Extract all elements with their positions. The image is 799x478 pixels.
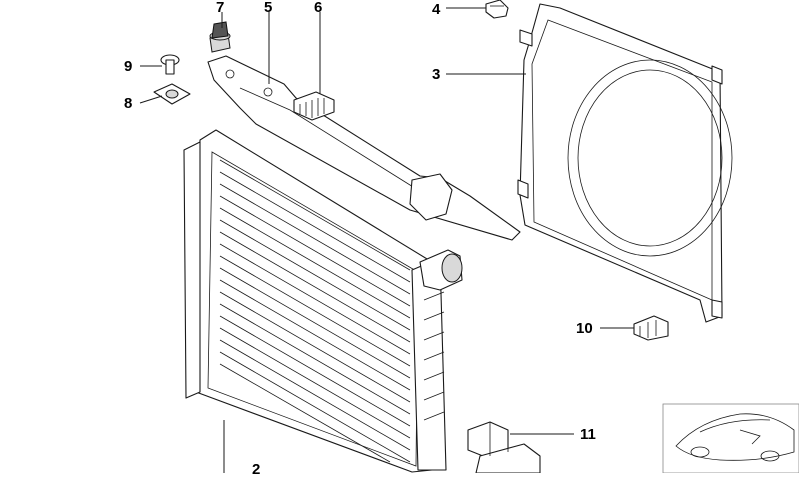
fan-shroud	[517, 3, 733, 323]
radiator-core	[219, 159, 411, 463]
callout-11: 11	[580, 426, 596, 443]
vehicle-thumbnail	[662, 403, 799, 474]
callout-7: 7	[216, 0, 225, 16]
rubber-buffer-7	[209, 21, 231, 53]
callout-5: 5	[264, 0, 273, 16]
clip-10	[633, 315, 669, 341]
callout-2: 2	[252, 461, 261, 478]
radiator	[183, 129, 463, 473]
clip-4	[485, 0, 509, 19]
callout-10: 10	[576, 320, 593, 337]
callout-6: 6	[314, 0, 323, 16]
bracket-11	[467, 421, 541, 474]
callout-3: 3	[432, 66, 441, 83]
clip-6	[293, 91, 335, 121]
mounting-bracket	[207, 55, 521, 241]
nut-clip-8	[153, 83, 191, 105]
callout-8: 8	[124, 95, 133, 112]
callout-4: 4	[432, 1, 441, 18]
callout-9: 9	[124, 58, 133, 75]
leader-lines	[139, 7, 634, 473]
screw-9	[160, 54, 180, 75]
